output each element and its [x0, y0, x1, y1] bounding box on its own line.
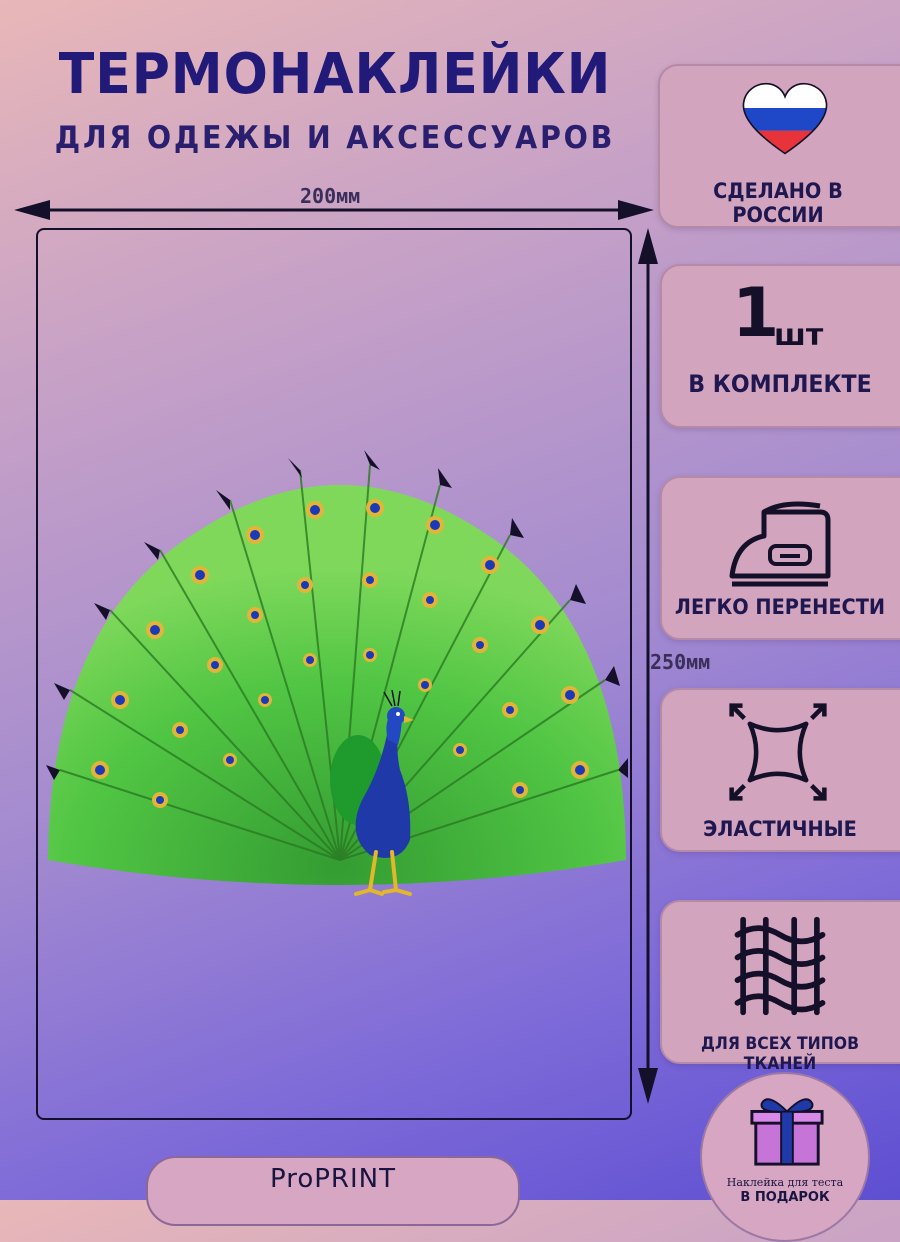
- feature-label: ЛЕГКО ПЕРЕНЕСТИ: [674, 595, 886, 619]
- feature-label: ЭЛАСТИЧНЫЕ: [703, 817, 857, 841]
- height-dimension-arrow: [638, 228, 658, 1104]
- feature-label: СДЕЛАНО В РОССИИ: [713, 179, 843, 227]
- brand-name: ProPRINT: [270, 1164, 396, 1194]
- feature-label: В КОМПЛЕКТЕ: [688, 370, 872, 398]
- iron-icon: [729, 501, 831, 587]
- feature-quantity: 1 шт В КОМПЛЕКТЕ: [660, 264, 900, 428]
- height-label: 250мм: [650, 650, 711, 674]
- page-title: ТЕРМОНАКЛЕЙКИ: [58, 42, 612, 107]
- feature-made-in-russia: СДЕЛАНО В РОССИИ: [658, 64, 900, 228]
- feature-label: ДЛЯ ВСЕХ ТИПОВ ТКАНЕЙ: [700, 1034, 860, 1074]
- width-dimension-arrow: [14, 200, 654, 220]
- peacock-illustration: [46, 450, 628, 896]
- quantity-unit: шт: [774, 318, 824, 353]
- fabric-weave-icon: [734, 916, 826, 1016]
- gift-box-icon: [750, 1098, 824, 1166]
- gift-badge: Наклейка для теста В ПОДАРОК: [700, 1072, 870, 1242]
- brand-badge: ProPRINT: [146, 1156, 520, 1226]
- sticker-frame: [36, 228, 632, 1120]
- gift-caption: Наклейка для теста: [726, 1176, 844, 1189]
- stretch-icon: [729, 703, 827, 801]
- width-label: 200мм: [300, 184, 361, 208]
- feature-easy-transfer: ЛЕГКО ПЕРЕНЕСТИ: [660, 476, 900, 640]
- quantity-number: 1: [732, 274, 780, 353]
- feature-elastic: ЭЛАСТИЧНЫЕ: [660, 688, 900, 852]
- feature-all-fabrics: ДЛЯ ВСЕХ ТИПОВ ТКАНЕЙ: [660, 900, 900, 1074]
- page-subtitle: ДЛЯ ОДЕЖЫ И АКСЕССУАРОВ: [54, 120, 616, 156]
- gift-title: В ПОДАРОК: [740, 1190, 830, 1205]
- russia-heart-flag-icon: [742, 82, 828, 155]
